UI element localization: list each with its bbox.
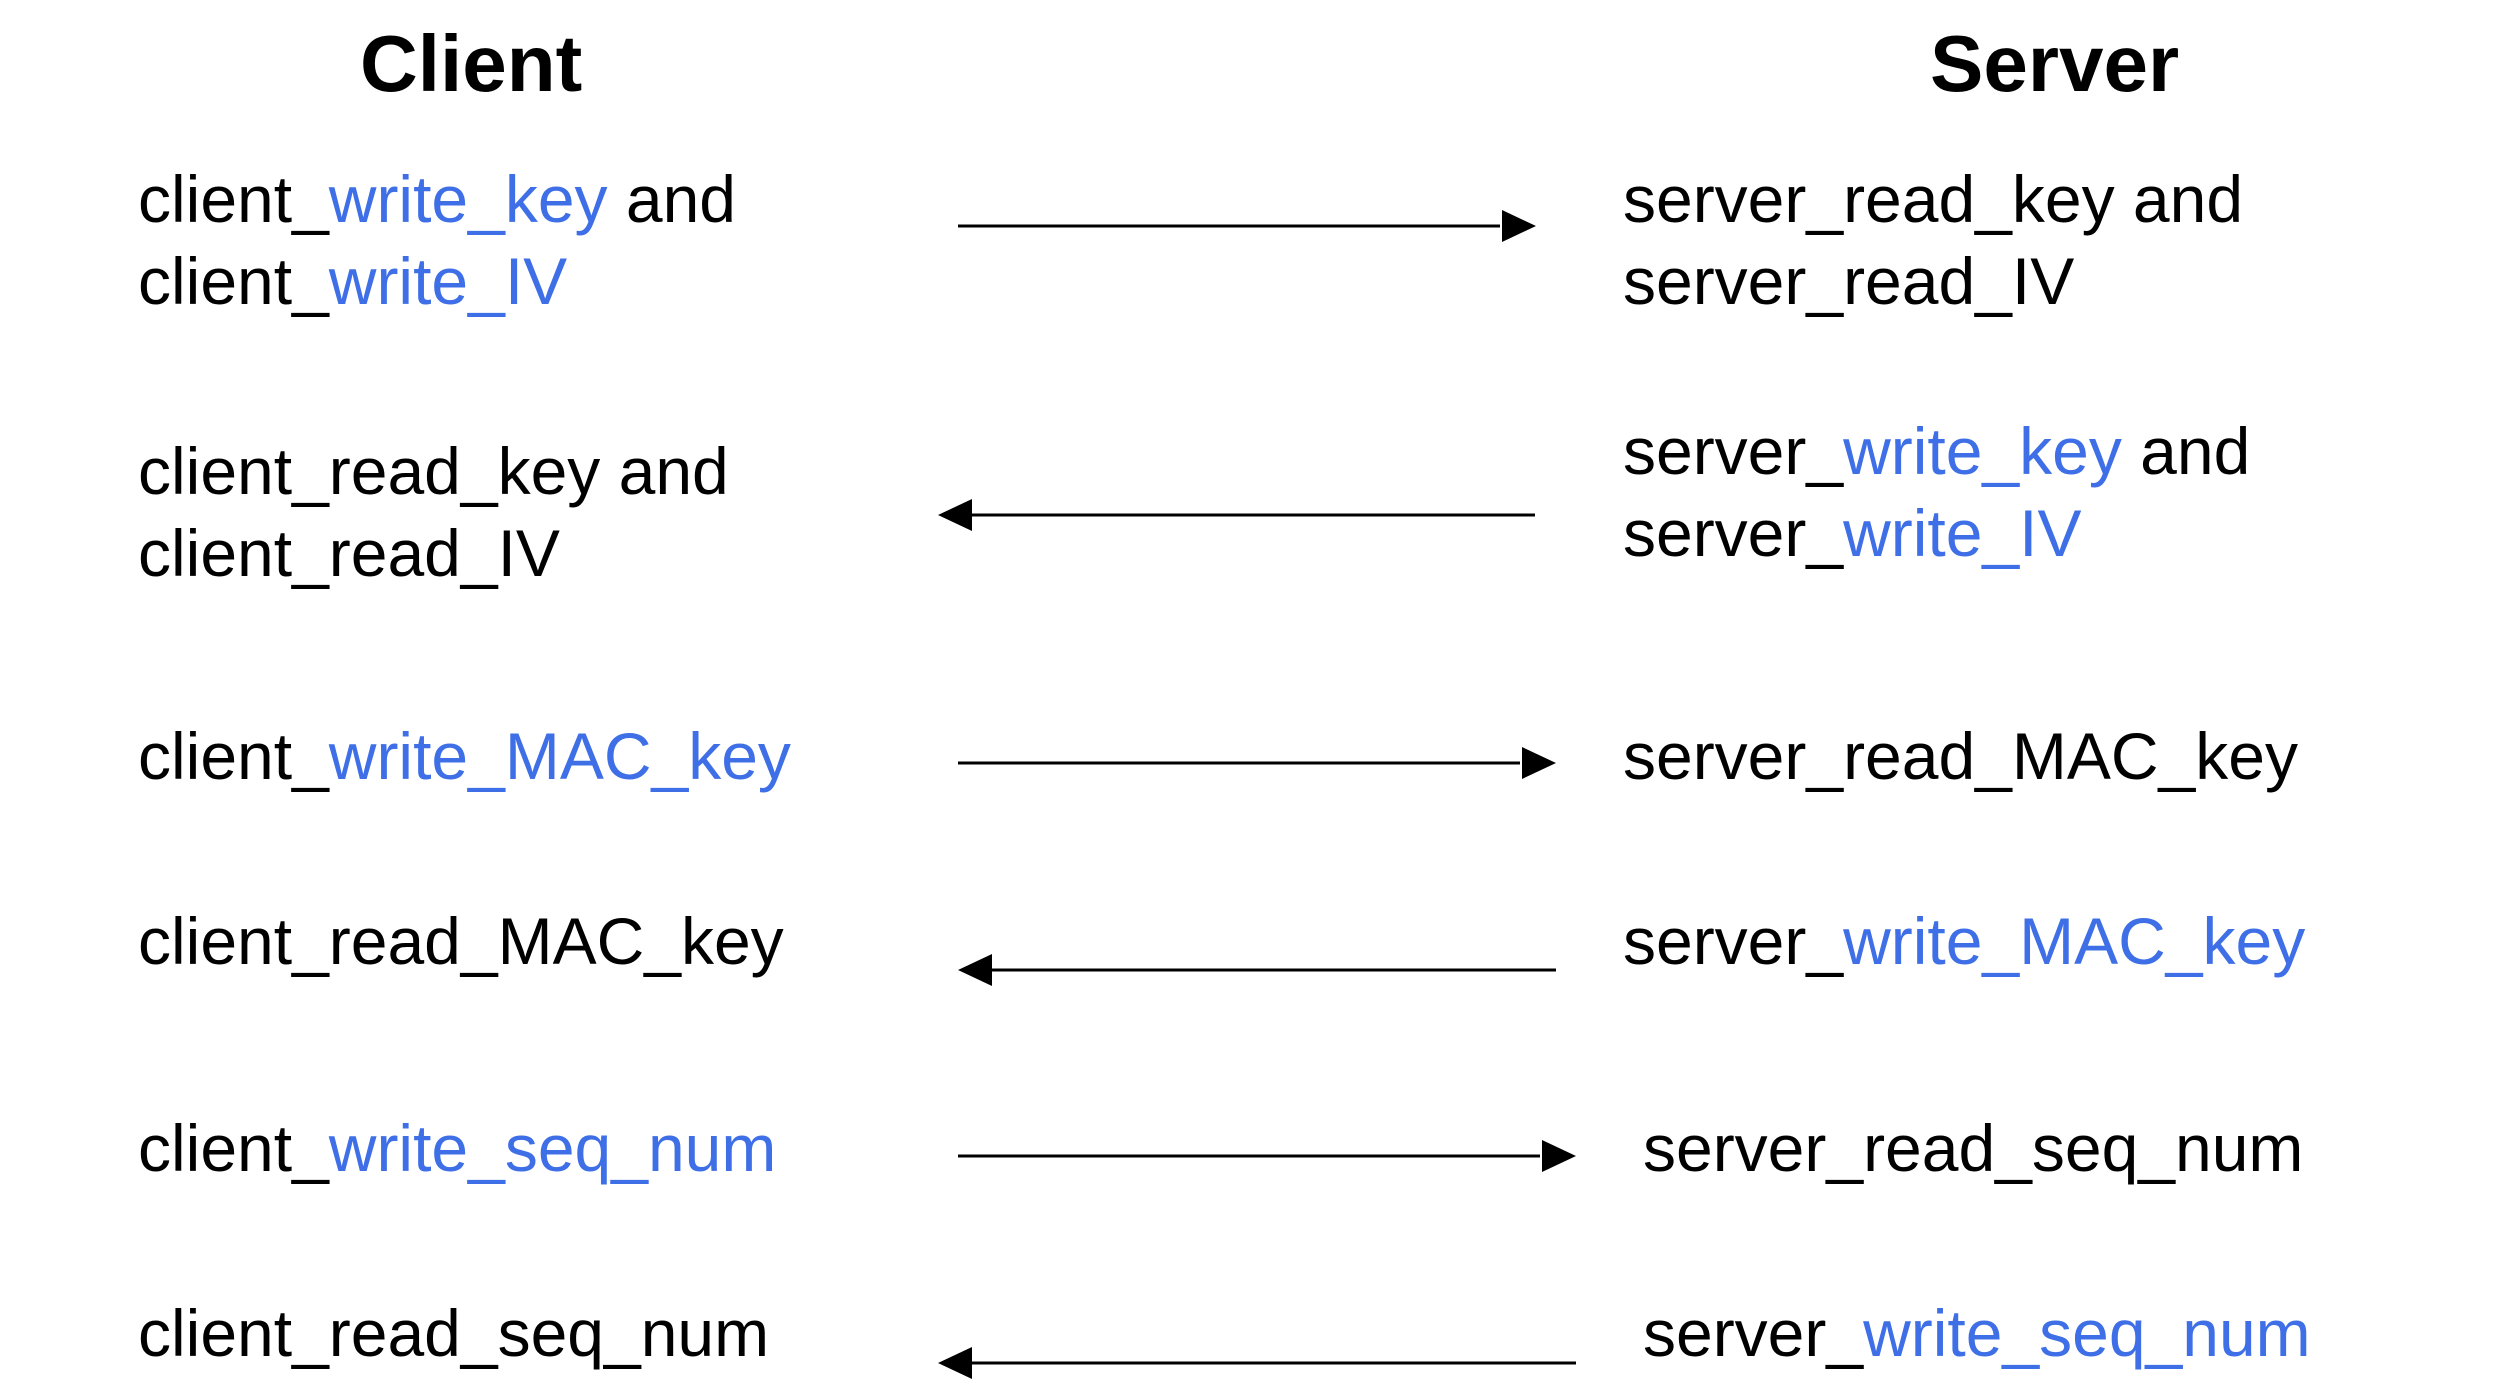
label-line: client_read_key and: [138, 434, 729, 508]
label-line: client_write_key and: [138, 162, 737, 236]
server-label-row-1: server_read_key and server_read_IV: [1623, 158, 2243, 322]
label-line: server_read_MAC_key: [1623, 719, 2298, 793]
label-line: client_write_IV: [138, 244, 568, 318]
client-label-row-4: client_read_MAC_key: [138, 900, 784, 982]
client-label-row-1: client_write_key and client_write_IV: [138, 158, 736, 322]
label-line: client_write_MAC_key: [138, 719, 791, 793]
arrow-row-6-left: [938, 1347, 1576, 1379]
client-label-row-2: client_read_key and client_read_IV: [138, 430, 729, 594]
arrow-row-5-right: [958, 1140, 1576, 1172]
client-heading: Client: [360, 19, 583, 108]
client-label-row-3: client_write_MAC_key: [138, 715, 791, 797]
server-label-row-4: server_write_MAC_key: [1623, 900, 2305, 982]
label-line: client_read_seq_num: [138, 1296, 770, 1370]
label-line: server_write_seq_num: [1643, 1296, 2311, 1370]
arrow-row-2-left: [938, 499, 1535, 531]
arrow-row-3-right: [958, 747, 1556, 779]
arrow-row-4-left: [958, 954, 1556, 986]
server-heading: Server: [1930, 19, 2180, 108]
server-label-row-5: server_read_seq_num: [1643, 1107, 2303, 1189]
server-label-row-2: server_write_key and server_write_IV: [1623, 410, 2250, 574]
label-line: client_read_IV: [138, 516, 560, 590]
label-line: client_read_MAC_key: [138, 904, 784, 978]
client-label-row-5: client_write_seq_num: [138, 1107, 776, 1189]
server-label-row-3: server_read_MAC_key: [1623, 715, 2298, 797]
label-line: server_read_IV: [1623, 244, 2075, 318]
label-line: client_write_seq_num: [138, 1111, 777, 1185]
label-line: server_write_key and: [1623, 414, 2251, 488]
label-line: server_write_MAC_key: [1623, 904, 2306, 978]
label-line: server_read_key and: [1623, 162, 2244, 236]
label-line: server_read_seq_num: [1643, 1111, 2304, 1185]
client-label-row-6: client_read_seq_num: [138, 1292, 769, 1374]
arrow-row-1-right: [958, 210, 1536, 242]
server-label-row-6: server_write_seq_num: [1643, 1292, 2311, 1374]
label-line: server_write_IV: [1623, 496, 2082, 570]
